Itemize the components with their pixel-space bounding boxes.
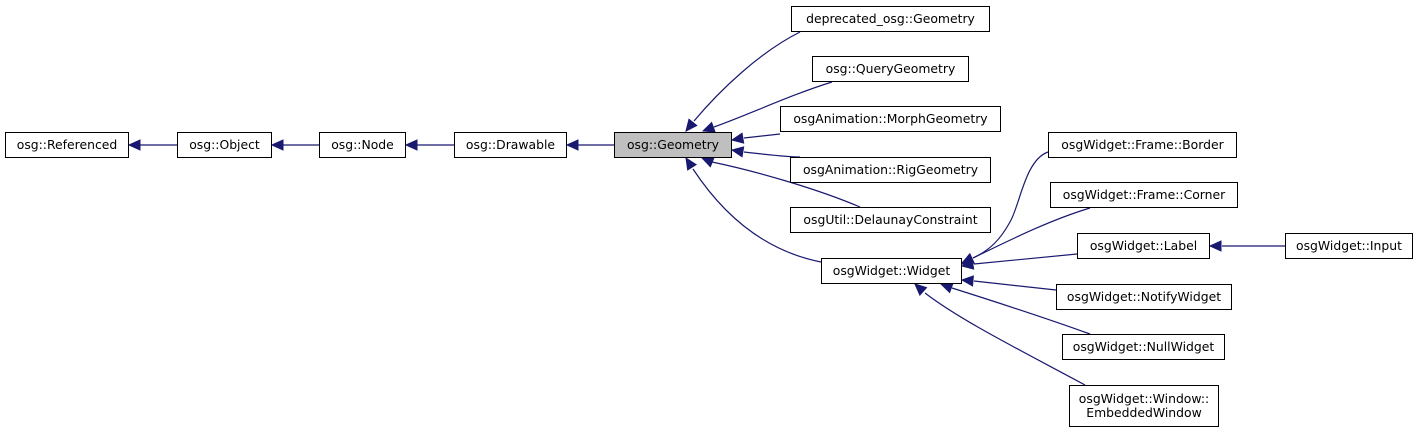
class-label: osgWidget::Window:: EmbeddedWindow (1078, 391, 1210, 420)
class-label: osgAnimation::MorphGeometry (793, 111, 988, 126)
inheritance-arrowhead (685, 118, 698, 132)
inheritance-edge-null_widget-to-widget (951, 287, 1091, 335)
class-label: osg::Node (331, 137, 394, 152)
class-node-osgwidget-label[interactable]: osgWidget::Label (1077, 233, 1210, 259)
inheritance-edge-embedded_window-to-widget (924, 292, 1086, 386)
class-node-osgutil-delaunayconstraint[interactable]: osgUtil::DelaunayConstraint (790, 207, 991, 233)
inheritance-arrowhead (404, 139, 418, 151)
class-label: osgWidget::Label (1089, 238, 1198, 253)
inheritance-edge-delaunay_constraint-to-geometry (711, 161, 861, 208)
class-label: osgWidget::Input (1296, 238, 1402, 253)
inheritance-arrowhead (914, 283, 928, 296)
inheritance-arrowhead (270, 139, 284, 151)
class-node-osgwidget-notifywidget[interactable]: osgWidget::NotifyWidget (1056, 284, 1232, 310)
inheritance-edge-notify_widget-to-widget (973, 280, 1057, 291)
inheritance-arrowhead (730, 146, 745, 158)
inheritance-edge-query_geometry-to-geometry (713, 81, 833, 128)
class-node-osgwidget-window-embeddedwindow[interactable]: osgWidget::Window:: EmbeddedWindow (1069, 385, 1219, 427)
class-node-osganimation-riggeometry[interactable]: osgAnimation::RigGeometry (790, 157, 991, 183)
class-label: deprecated_osg::Geometry (806, 11, 975, 26)
inheritance-edge-frame_corner-to-widget (972, 207, 1091, 259)
class-label: osg::Object (189, 137, 260, 152)
inheritance-edge-deprecated_geometry-to-geometry (693, 31, 801, 122)
class-label: osg::Referenced (16, 137, 118, 152)
class-label: osgWidget::NullWidget (1072, 339, 1215, 354)
inheritance-edge-label-to-widget (973, 253, 1078, 265)
class-node-osg-querygeometry[interactable]: osg::QueryGeometry (812, 56, 969, 82)
class-label: osgWidget::NotifyWidget (1066, 289, 1222, 304)
class-label: osg::Drawable (465, 137, 556, 152)
class-node-osgwidget-frame-corner[interactable]: osgWidget::Frame::Corner (1050, 182, 1238, 208)
class-label: osgUtil::DelaunayConstraint (803, 212, 978, 227)
inheritance-edge-widget-to-geometry (692, 168, 822, 263)
class-node-osgwidget-input[interactable]: osgWidget::Input (1285, 233, 1413, 259)
class-node-osg-drawable[interactable]: osg::Drawable (454, 132, 567, 158)
inheritance-arrowhead (960, 258, 975, 270)
class-node-osg-object[interactable]: osg::Object (177, 132, 272, 158)
inheritance-arrowhead (700, 156, 715, 168)
class-node-osganimation-morphgeometry[interactable]: osgAnimation::MorphGeometry (780, 106, 1001, 132)
class-node-osgwidget-frame-border[interactable]: osgWidget::Frame::Border (1048, 132, 1237, 158)
inheritance-arrowhead (127, 139, 141, 151)
inheritance-arrowhead (685, 156, 698, 171)
class-node-osg-node[interactable]: osg::Node (319, 132, 406, 158)
inheritance-edge-frame_border-to-widget (972, 151, 1049, 259)
class-label: osgWidget::Frame::Border (1061, 137, 1224, 152)
inheritance-arrowhead (701, 121, 716, 133)
class-label: osgWidget::Widget (832, 263, 951, 278)
inheritance-arrowhead (730, 132, 745, 144)
class-label: osg::Geometry (626, 137, 720, 152)
inheritance-edge-morph_geometry-to-geometry (743, 133, 781, 139)
class-node-osg-referenced[interactable]: osg::Referenced (5, 132, 129, 158)
inheritance-arrowhead (960, 275, 974, 287)
class-node-deprecated-osg-geometry[interactable]: deprecated_osg::Geometry (791, 6, 990, 32)
inheritance-arrowhead (1208, 240, 1222, 252)
inheritance-edge-rig_geometry-to-geometry (743, 151, 801, 158)
inheritance-arrowhead (939, 282, 954, 294)
class-label: osg::QueryGeometry (825, 61, 956, 76)
class-node-osgwidget-widget[interactable]: osgWidget::Widget (821, 258, 962, 284)
class-label: osgWidget::Frame::Corner (1062, 187, 1226, 202)
class-node-osg-geometry-current: osg::Geometry (614, 132, 732, 158)
class-node-osgwidget-nullwidget[interactable]: osgWidget::NullWidget (1062, 334, 1225, 360)
inheritance-arrowhead (565, 139, 579, 151)
class-label: osgAnimation::RigGeometry (802, 162, 979, 177)
